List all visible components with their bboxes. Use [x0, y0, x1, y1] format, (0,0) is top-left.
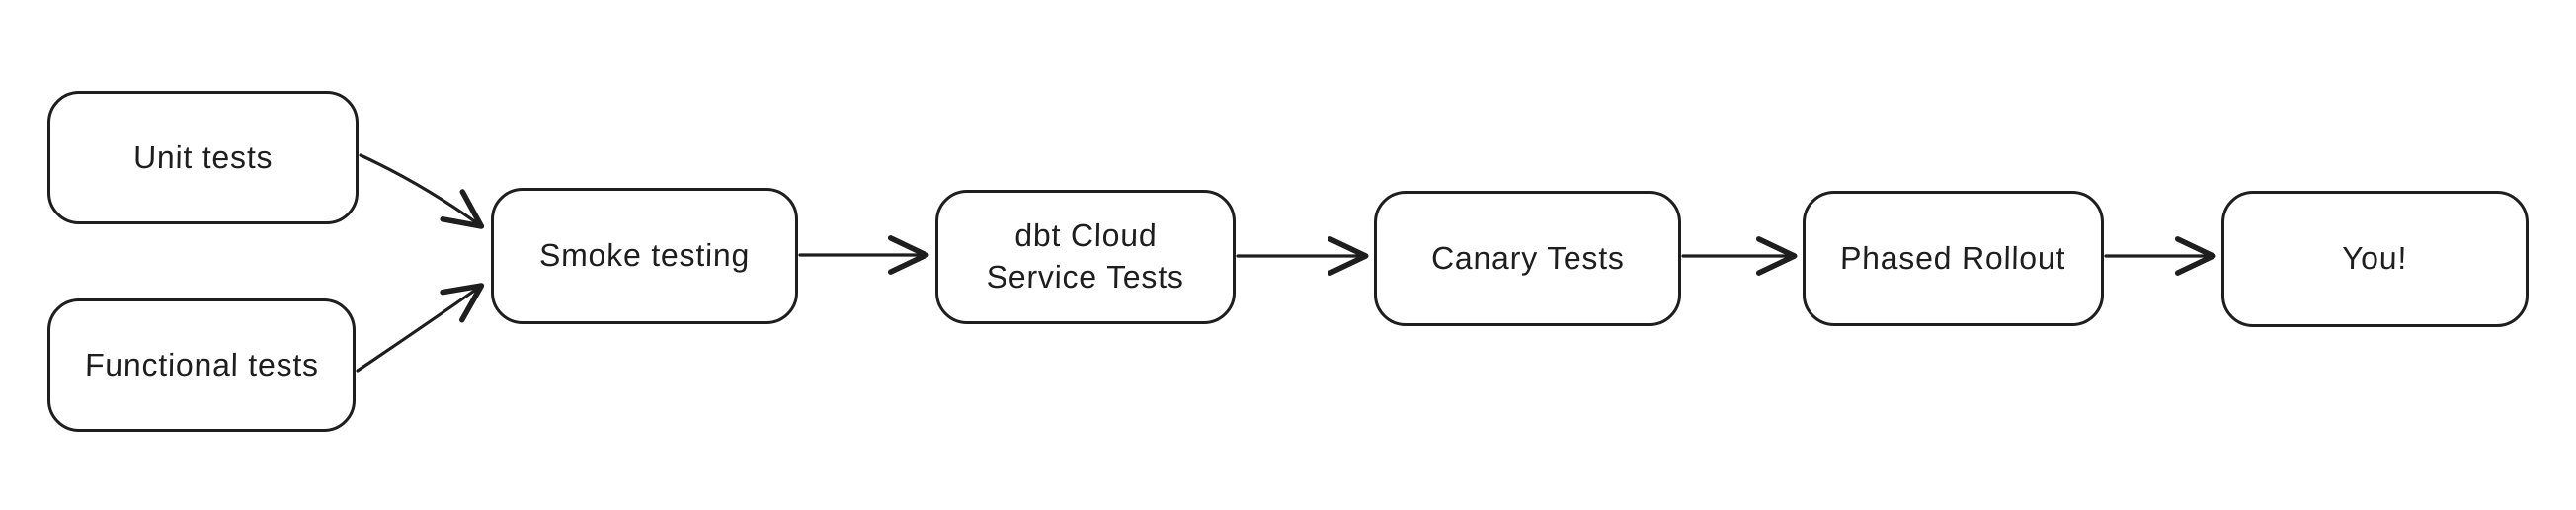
edge-unit-tests-to-smoke-testing: [359, 153, 485, 229]
node-smoke-testing-label: Smoke testing: [538, 237, 751, 274]
node-phased-rollout[interactable]: Phased Rollout: [1803, 191, 2104, 326]
edge-functional-tests-to-smoke-testing: [356, 283, 485, 373]
node-canary-tests-label: Canary Tests: [1430, 239, 1625, 276]
node-you[interactable]: You!: [2221, 191, 2529, 327]
node-functional-tests[interactable]: Functional tests: [47, 298, 356, 432]
node-dbt-cloud-service-tests[interactable]: dbt Cloud Service Tests: [935, 190, 1236, 324]
node-functional-tests-label: Functional tests: [84, 346, 319, 382]
node-unit-tests[interactable]: Unit tests: [47, 91, 359, 224]
node-smoke-testing[interactable]: Smoke testing: [491, 188, 798, 324]
node-dbt-cloud-service-tests-label: dbt Cloud Service Tests: [986, 217, 1185, 295]
node-you-label: You!: [2342, 240, 2408, 277]
node-unit-tests-label: Unit tests: [132, 138, 274, 175]
node-phased-rollout-label: Phased Rollout: [1840, 239, 2066, 276]
node-canary-tests[interactable]: Canary Tests: [1374, 191, 1681, 326]
